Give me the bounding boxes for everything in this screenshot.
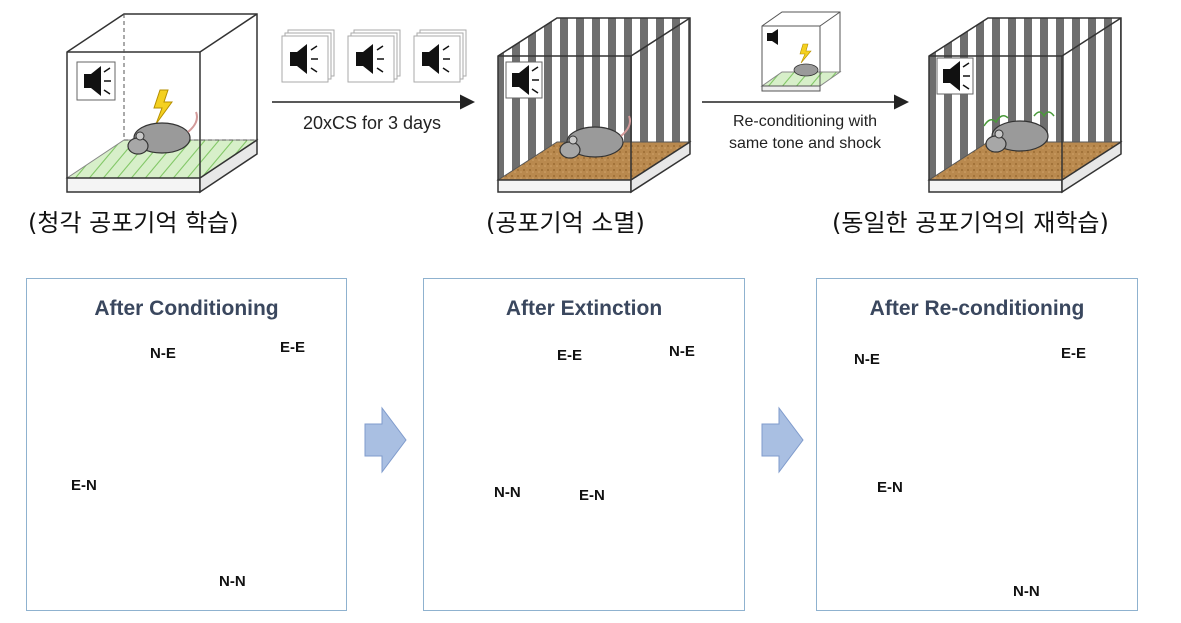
synapse-label: N-E: [854, 351, 880, 368]
arrow-2-label-line2: same tone and shock: [728, 135, 882, 152]
conditioning-cage: [65, 13, 259, 194]
synapse-label: E-E: [557, 347, 583, 364]
panel-after-reconditioning: After Re-conditioning N-E E-E E-N N-N: [816, 278, 1138, 611]
arrow-1-label: 20xCS for 3 days: [302, 113, 442, 133]
synapse-label: N-E: [669, 343, 695, 360]
extinction-cage: [496, 17, 692, 194]
panel-title: After Conditioning: [94, 297, 279, 320]
speaker-icon: [76, 61, 116, 101]
synapse-label: E-E: [1061, 345, 1087, 362]
panel-title: After Re-conditioning: [869, 297, 1085, 320]
panel-title: After Extinction: [505, 297, 663, 320]
synapse-label: E-N: [71, 477, 97, 494]
transition-arrow-2: [761, 406, 804, 474]
synapse-label: N-N: [494, 484, 521, 501]
stage-1-caption: (청각 공포기억 학습): [28, 209, 239, 237]
transition-arrow-1: [364, 406, 407, 474]
stage-2-caption: (공포기억 소멸): [486, 209, 645, 237]
small-conditioning-cage: [760, 11, 842, 92]
mouse-icon: [127, 111, 198, 155]
synapse-label: E-E: [280, 339, 306, 356]
synapse-label: N-N: [1013, 583, 1040, 600]
synapse-label: E-N: [579, 487, 605, 504]
synapse-label: E-N: [877, 479, 903, 496]
synapse-label: N-E: [150, 345, 176, 362]
stage-3-caption: (동일한 공포기억의 재학습): [832, 209, 1109, 237]
panel-after-conditioning: After Conditioning N-E E-E E-N N-N: [26, 278, 347, 611]
tone-sequence-icon: [281, 29, 467, 83]
synapse-label: N-N: [219, 573, 246, 590]
arrow-2-label-line1: Re-conditioning with: [732, 113, 878, 130]
lightning-icon: [153, 89, 173, 125]
panel-after-extinction: After Extinction E-E N-E N-N E-N: [423, 278, 745, 611]
reconditioning-cage: [927, 17, 1123, 194]
